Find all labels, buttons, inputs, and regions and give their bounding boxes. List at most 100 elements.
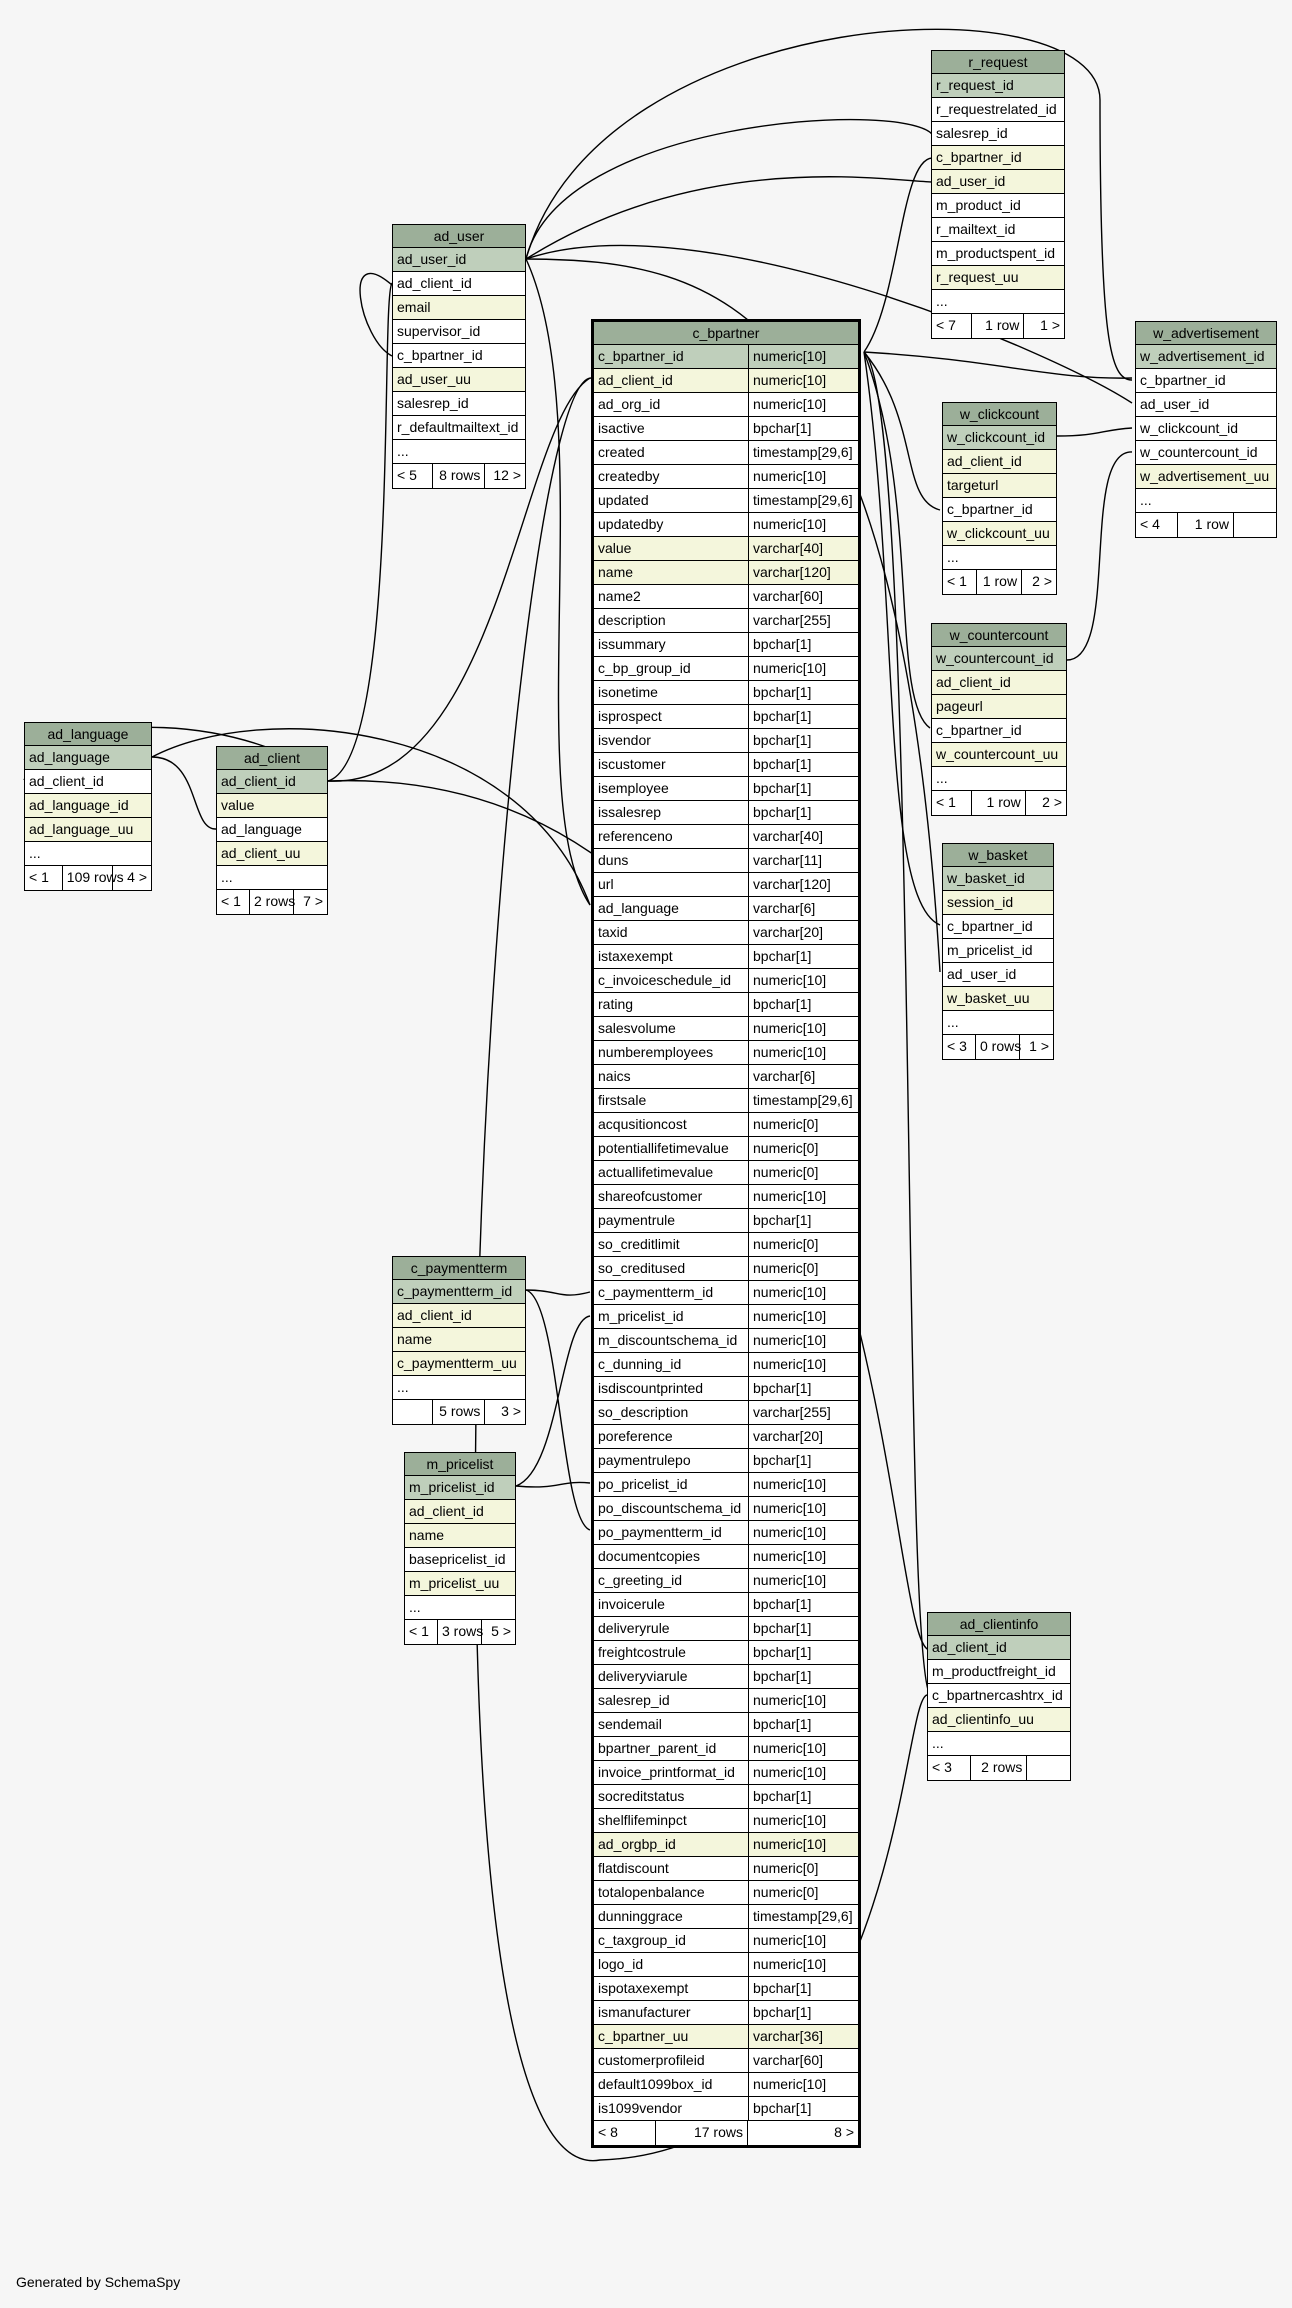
column-row[interactable]: c_bpartner_id (943, 915, 1053, 939)
column-row[interactable]: w_clickcount_id (1136, 417, 1276, 441)
children-link[interactable]: 1 > (1040, 317, 1060, 333)
column-row[interactable]: ad_client_id (25, 770, 151, 794)
table-header[interactable]: ad_clientinfo (928, 1613, 1070, 1636)
column-row[interactable]: ad_client_id (928, 1636, 1070, 1660)
children-link[interactable]: 1 > (1029, 1038, 1049, 1054)
column-row[interactable]: session_id (943, 891, 1053, 915)
column-row[interactable]: name (393, 1328, 525, 1352)
column-row[interactable]: c_bpartner_id (932, 146, 1064, 170)
parents-link[interactable]: < 5 (393, 464, 433, 488)
parents-link[interactable]: < 4 (1136, 513, 1178, 537)
table-header[interactable]: w_clickcount (943, 403, 1056, 426)
column-row[interactable]: ad_clientinfo_uu (928, 1708, 1070, 1732)
column-row[interactable]: m_pricelist_uu (405, 1572, 515, 1596)
children-link[interactable]: 8 > (834, 2124, 854, 2140)
column-row[interactable]: r_defaultmailtext_id (393, 416, 525, 440)
column-row[interactable]: ad_client_id (393, 1304, 525, 1328)
column-row[interactable]: w_advertisement_uu (1136, 465, 1276, 489)
parents-link[interactable]: < 3 (928, 1756, 971, 1780)
column-row[interactable]: m_pricelist_id (405, 1476, 515, 1500)
column-row[interactable]: ad_user_id (932, 170, 1064, 194)
column-row[interactable]: r_requestrelated_id (932, 98, 1064, 122)
column-row[interactable]: r_mailtext_id (932, 218, 1064, 242)
children-link[interactable] (1027, 1756, 1070, 1780)
parents-link[interactable]: < 1 (405, 1620, 438, 1644)
column-row[interactable]: pageurl (932, 695, 1066, 719)
column-row[interactable]: w_countercount_id (932, 647, 1066, 671)
column-row[interactable]: ad_user_uu (393, 368, 525, 392)
children-link[interactable]: 7 > (303, 893, 323, 909)
column-row[interactable]: ... (217, 866, 327, 890)
parents-link[interactable]: < 1 (25, 866, 63, 890)
table-header[interactable]: ad_client (217, 747, 327, 770)
column-row[interactable]: ... (393, 440, 525, 464)
column-row[interactable]: ad_language_uu (25, 818, 151, 842)
table-header[interactable]: w_countercount (932, 624, 1066, 647)
column-row[interactable]: w_clickcount_uu (943, 522, 1056, 546)
column-row[interactable]: ... (943, 1011, 1053, 1035)
table-header[interactable]: m_pricelist (405, 1453, 515, 1476)
parents-link[interactable]: < 7 (932, 314, 972, 338)
column-row[interactable]: ... (405, 1596, 515, 1620)
column-row[interactable]: ad_user_id (1136, 393, 1276, 417)
parents-link[interactable] (393, 1400, 433, 1424)
parents-link[interactable]: < 1 (943, 570, 977, 594)
column-row[interactable]: w_clickcount_id (943, 426, 1056, 450)
column-row[interactable]: m_productfreight_id (928, 1660, 1070, 1684)
column-row[interactable]: name (405, 1524, 515, 1548)
column-row[interactable]: ad_language (25, 746, 151, 770)
column-row[interactable]: r_request_uu (932, 266, 1064, 290)
